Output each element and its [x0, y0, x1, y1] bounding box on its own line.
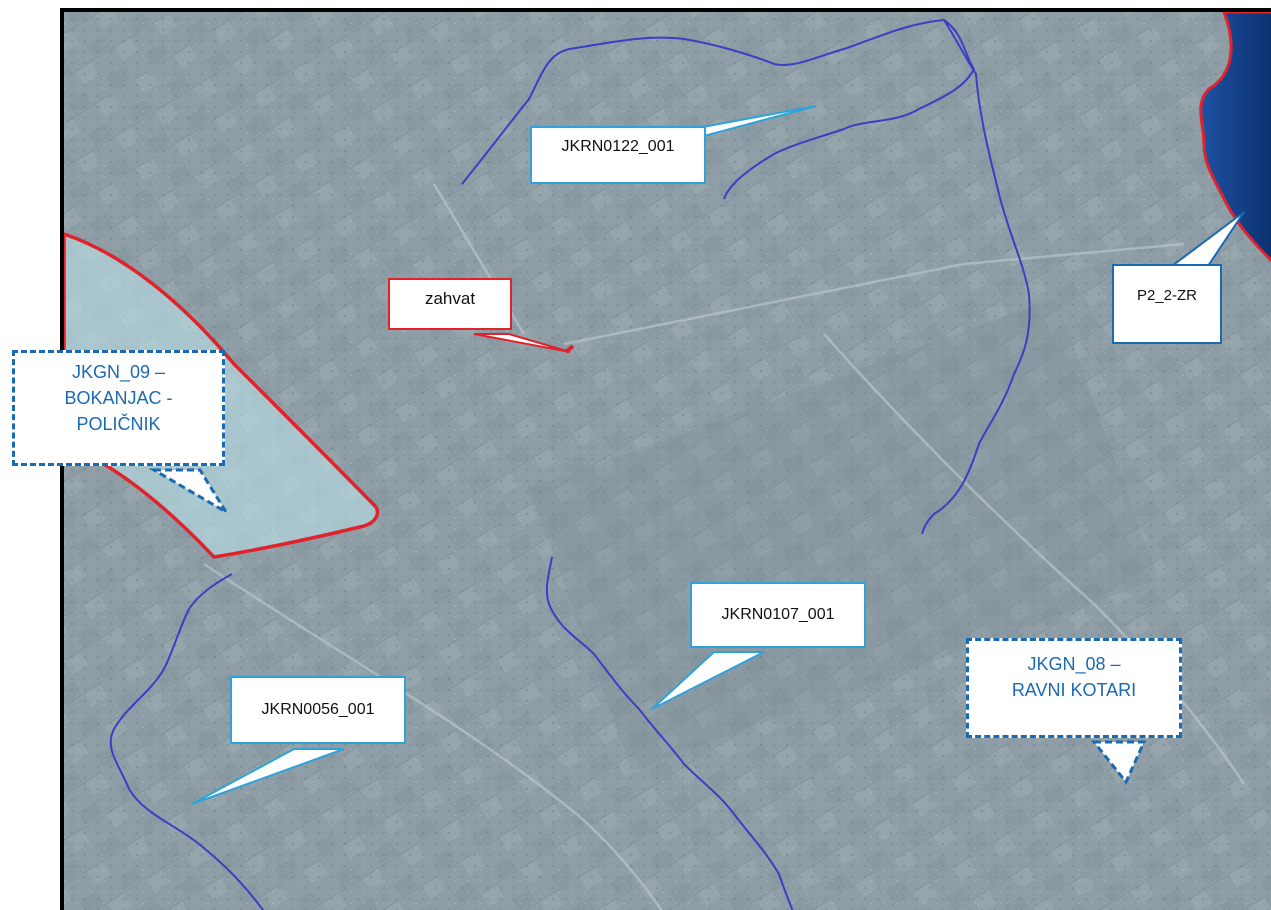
label-jkrn0056-text: JKRN0056_001: [261, 701, 375, 718]
pointer-zone-east: [1090, 740, 1147, 785]
label-jkgn09-line-3: POLIČNIK: [76, 414, 161, 434]
sea-area: [1199, 12, 1271, 263]
terrain-shade: [529, 297, 1159, 771]
label-jkrn0122[interactable]: JKRN0122_001: [530, 126, 706, 184]
river-lines: [109, 18, 1031, 910]
label-jkgn08[interactable]: JKGN_08 – RAVNI KOTARI: [966, 638, 1182, 738]
label-zahvat-text: zahvat: [424, 289, 476, 308]
pointer-zone-west: [148, 468, 228, 514]
label-jkrn0056[interactable]: JKRN0056_001: [230, 676, 406, 744]
label-jkgn08-line-2: RAVNI KOTARI: [1011, 680, 1137, 700]
map-frame[interactable]: [60, 8, 1271, 910]
satellite-map[interactable]: [64, 12, 1271, 910]
label-zahvat[interactable]: zahvat: [388, 278, 512, 330]
zahvat-marker[interactable]: [564, 344, 575, 354]
river-center: [545, 556, 794, 910]
label-jkgn08-line-1: JKGN_08 –: [1027, 654, 1121, 674]
label-p2-2-zr-text: P2_2-ZR: [1136, 287, 1198, 304]
road-lines: [203, 183, 1246, 910]
river-north: [461, 18, 976, 200]
pointer-river-center: [651, 651, 765, 710]
pointer-zahvat: [473, 333, 571, 353]
label-jkgn09[interactable]: JKGN_09 – BOKANJAC - POLIČNIK: [12, 350, 225, 466]
label-p2-2-zr[interactable]: P2_2-ZR: [1112, 264, 1222, 344]
label-jkgn09-line-1: JKGN_09 –: [71, 362, 166, 382]
label-jkrn0107-text: JKRN0107_001: [721, 606, 835, 623]
pointer-river-southwest: [191, 748, 345, 805]
label-jkgn09-line-2: BOKANJAC -: [64, 388, 173, 408]
label-jkrn0122-text: JKRN0122_001: [561, 138, 675, 155]
river-east: [921, 19, 1031, 535]
label-jkrn0107[interactable]: JKRN0107_001: [690, 582, 866, 648]
river-southwest: [109, 573, 265, 910]
callout-pointers: [148, 105, 1245, 805]
